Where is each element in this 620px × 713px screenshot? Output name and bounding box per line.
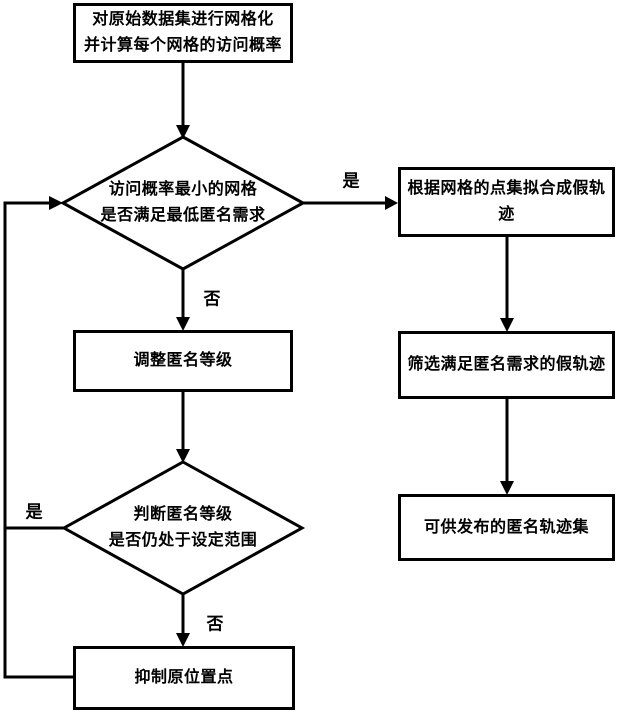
edge-label-check2-no: 否 (204, 614, 226, 634)
decision-min-prob-check-label: 访问概率最小的网格 是否满足最低匿名需求 (100, 181, 266, 224)
node-fit-fake-trajectory-box: 根据网格的点集拟合成假轨迹 (398, 167, 615, 237)
node-suppress-origin-points-label: 抑制原位置点 (134, 669, 234, 686)
node-publishable-set-label: 可供发布的匿名轨迹集 (423, 518, 589, 536)
edge-label-check1-no: 否 (201, 289, 223, 309)
node-adjust-anonymity-label: 调整匿名等级 (133, 352, 233, 369)
arrowhead-publish-top (500, 481, 514, 495)
node-gridify-label: 对原始数据集进行网格化 并计算每个网格的访问概率 (83, 11, 282, 54)
arrowhead-adjust-top (176, 317, 190, 331)
node-publishable-set-box: 可供发布的匿名轨迹集 (398, 494, 615, 561)
edge-label-check1-yes: 是 (340, 171, 362, 191)
arrowhead-into-check1-left (49, 196, 63, 210)
arrowhead-check2-top (176, 449, 190, 463)
node-adjust-anonymity-box: 调整匿名等级 (73, 330, 293, 392)
edge-loopback-line (3, 201, 74, 679)
decision-min-prob-check-shape (59, 135, 307, 271)
node-filter-fake-trajectory-box: 筛选满足匿名需求的假轨迹 (398, 331, 615, 399)
arrowhead-suppress-top (176, 633, 190, 647)
node-gridify-box: 对原始数据集进行网格化 并计算每个网格的访问概率 (73, 3, 293, 63)
edge-label-check2-yes: 是 (23, 502, 45, 522)
arrowhead-filter-top (500, 318, 514, 332)
node-filter-fake-trajectory-label: 筛选满足匿名需求的假轨迹 (407, 356, 606, 373)
arrowhead-fit-left (385, 196, 398, 210)
decision-level-range-check-label: 判断匿名等级 是否仍处于设定范围 (108, 506, 258, 549)
arrowhead-check1-top (176, 125, 190, 139)
node-fit-fake-trajectory-label: 根据网格的点集拟合成假轨迹 (407, 180, 606, 223)
node-suppress-origin-points-box: 抑制原位置点 (73, 646, 295, 710)
decision-level-range-check-shape (60, 460, 306, 596)
